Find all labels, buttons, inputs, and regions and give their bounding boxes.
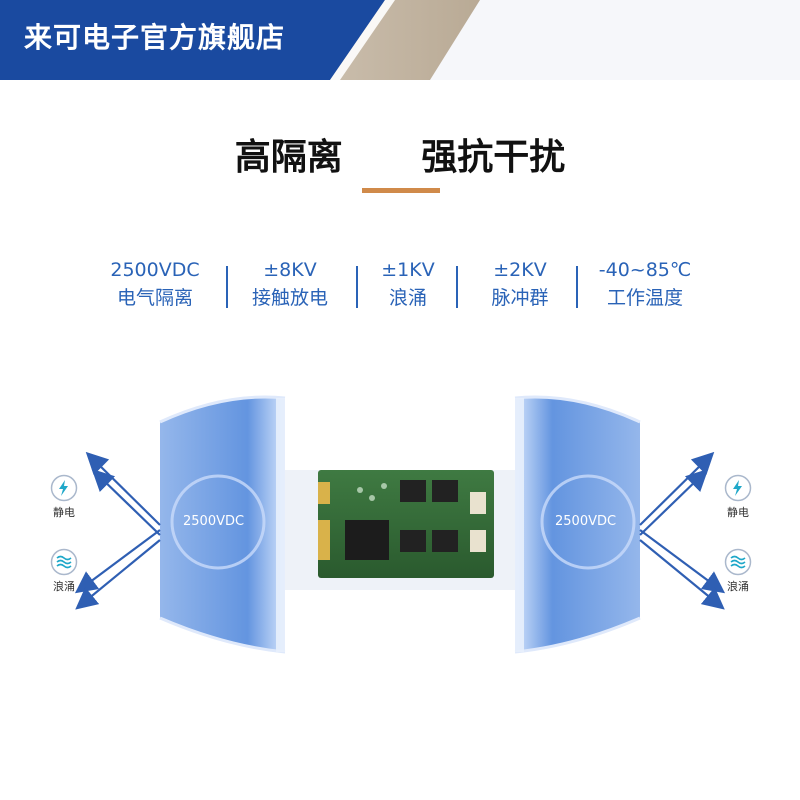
left-shield	[159, 395, 286, 654]
spec-burst: ±2KV 脉冲群	[470, 256, 570, 312]
surge-icon	[50, 548, 78, 576]
spec-label: 脉冲群	[491, 287, 549, 309]
static-electricity-icon	[50, 474, 78, 502]
spec-isolation: 2500VDC 电气隔离	[100, 256, 210, 312]
static-label: 静电	[53, 506, 75, 519]
store-banner: 来可电子官方旗舰店	[0, 0, 800, 80]
spec-label: 接触放电	[251, 287, 328, 309]
spec-value: -40~85℃	[598, 259, 692, 281]
spec-temperature: -40~85℃ 工作温度	[590, 256, 700, 312]
headline-underline	[362, 188, 440, 193]
left-arrows	[74, 451, 161, 610]
surge-label: 浪涌	[727, 580, 749, 593]
banner-background	[0, 0, 800, 80]
spec-divider	[576, 266, 578, 308]
isolation-scene: 2500VDC 2500VDC 静电 浪涌 静电 浪涌	[0, 380, 800, 680]
spec-surge: ±1KV 浪涌	[368, 256, 448, 312]
left-shield-label: 2500VDC	[183, 514, 245, 529]
store-name: 来可电子官方旗舰店	[24, 21, 286, 54]
right-shield-label: 2500VDC	[555, 514, 617, 529]
headline-right: 强抗干扰	[421, 137, 566, 178]
right-arrows	[639, 451, 726, 610]
scene-graphic	[74, 395, 726, 654]
spec-value: ±2KV	[493, 259, 547, 281]
spec-divider	[226, 266, 228, 308]
spec-divider	[456, 266, 458, 308]
right-shield	[514, 395, 641, 654]
static-label: 静电	[727, 506, 749, 519]
pcb-board	[318, 470, 494, 578]
spec-contact-discharge: ±8KV 接触放电	[240, 256, 340, 312]
surge-icon	[724, 548, 752, 576]
spec-divider	[356, 266, 358, 308]
spec-value: 2500VDC	[110, 259, 200, 281]
spec-value: ±1KV	[381, 259, 435, 281]
spec-label: 电气隔离	[116, 287, 193, 309]
headline: 高隔离 强抗干扰	[0, 128, 800, 180]
spec-value: ±8KV	[263, 259, 317, 281]
surge-label: 浪涌	[53, 580, 75, 593]
spec-label: 工作温度	[606, 287, 683, 309]
spec-label: 浪涌	[388, 287, 427, 309]
headline-left: 高隔离	[234, 137, 343, 178]
static-electricity-icon	[724, 474, 752, 502]
spec-row: 2500VDC 电气隔离 ±8KV 接触放电 ±1KV 浪涌 ±2KV 脉冲群 …	[100, 256, 700, 316]
